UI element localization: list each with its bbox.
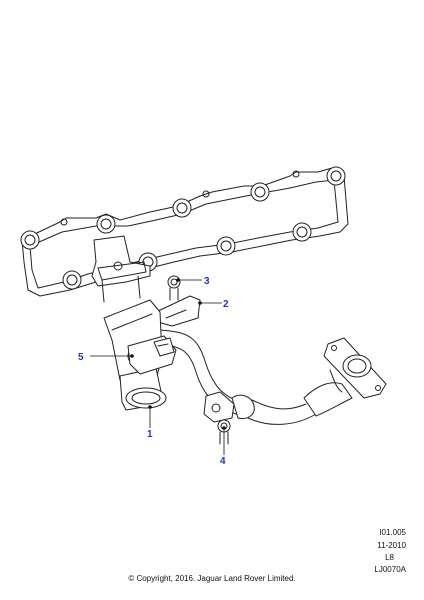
manifold-outline	[20, 166, 349, 297]
copyright-notice: © Copyright, 2016. Jaguar Land Rover Lim…	[128, 574, 296, 583]
callout-1[interactable]: 1	[147, 429, 153, 440]
pipe-bracket	[203, 391, 235, 423]
leader-lines	[90, 278, 226, 455]
reference-date: 11-2010	[377, 541, 406, 550]
callout-4[interactable]: 4	[220, 456, 226, 467]
reference-code-1: I01.005	[379, 528, 406, 537]
bolt-part-4	[217, 419, 231, 445]
callout-5[interactable]: 5	[78, 352, 84, 363]
manifold-bolt-bosses	[20, 166, 346, 290]
callout-3[interactable]: 3	[204, 276, 210, 287]
egr-upper-flange	[91, 235, 151, 303]
egr-pipe	[159, 329, 353, 425]
reference-model: L8	[385, 553, 394, 562]
reference-code-2: LJ0070A	[374, 565, 406, 574]
actuator-part-5	[127, 335, 177, 375]
callout-2[interactable]: 2	[223, 299, 229, 310]
outlet-flange	[323, 337, 387, 399]
